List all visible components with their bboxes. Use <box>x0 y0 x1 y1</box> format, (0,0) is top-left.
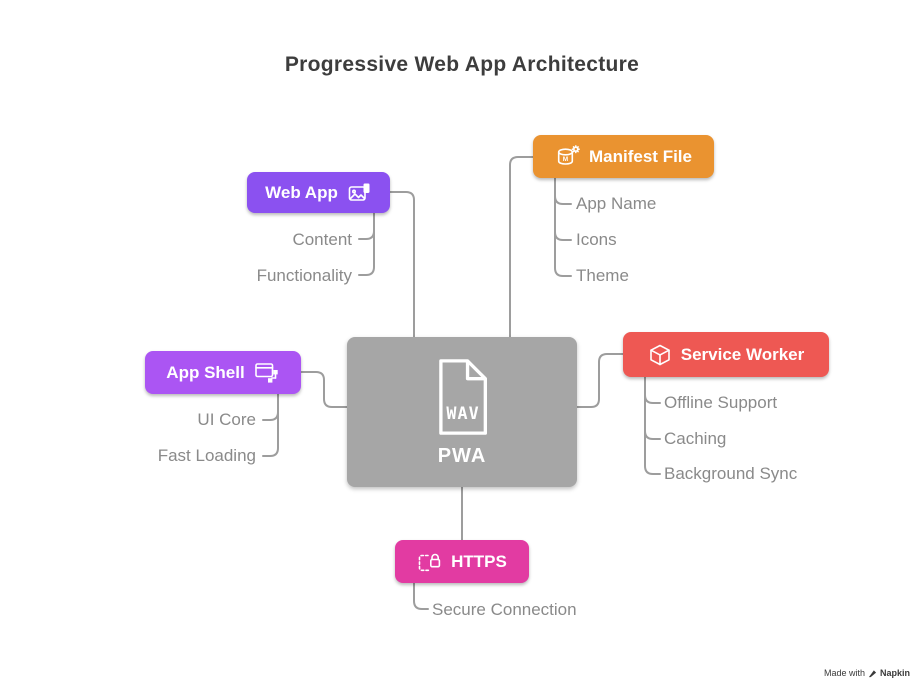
main-branch-connectors <box>300 156 624 541</box>
napkin-pen-icon <box>868 669 877 677</box>
watermark-prefix: Made with <box>823 668 865 678</box>
leaf-content: Content <box>292 230 352 249</box>
watermark: Made with Napkin <box>824 668 910 678</box>
node-manifest-file-label: Manifest File <box>589 146 692 166</box>
node-https: HTTPS <box>395 540 529 583</box>
node-app-shell: App Shell <box>145 351 301 394</box>
leaf-secure-connection: Secure Connection <box>432 600 577 619</box>
wav-file-icon: WAV <box>439 358 488 435</box>
leaf-icons: Icons <box>576 230 617 249</box>
node-web-app: Web App <box>247 172 390 213</box>
node-service-worker: Service Worker <box>623 332 829 377</box>
wav-file-label: WAV <box>446 404 479 423</box>
leaf-fast-loading: Fast Loading <box>157 446 256 465</box>
app-window-icon <box>348 183 370 201</box>
lock-icon <box>418 553 441 571</box>
node-manifest-file: M Manifest File <box>533 135 714 178</box>
svg-text:M: M <box>563 156 568 163</box>
leaf-offline-support: Offline Support <box>664 393 778 412</box>
browser-layout-icon <box>254 362 278 383</box>
diagram-title: Progressive Web App Architecture <box>284 53 640 76</box>
manifest-database-gear-icon: M <box>557 144 580 165</box>
watermark-brand: Napkin <box>879 668 910 678</box>
node-web-app-label: Web App <box>265 182 338 202</box>
leaf-app-name: App Name <box>576 194 657 213</box>
pwa-center-node: WAV PWA <box>347 337 577 487</box>
leaf-functionality: Functionality <box>256 266 352 285</box>
node-https-label: HTTPS <box>451 551 507 571</box>
leaf-background-sync: Background Sync <box>664 464 798 483</box>
node-app-shell-label: App Shell <box>166 362 245 382</box>
leaf-theme: Theme <box>576 266 629 285</box>
leaf-connectors <box>262 177 661 610</box>
node-service-worker-label: Service Worker <box>680 344 805 364</box>
cube-icon <box>649 344 670 365</box>
leaf-ui-core: UI Core <box>197 410 256 429</box>
center-node-label: PWA <box>437 444 487 467</box>
leaf-caching: Caching <box>664 429 727 448</box>
